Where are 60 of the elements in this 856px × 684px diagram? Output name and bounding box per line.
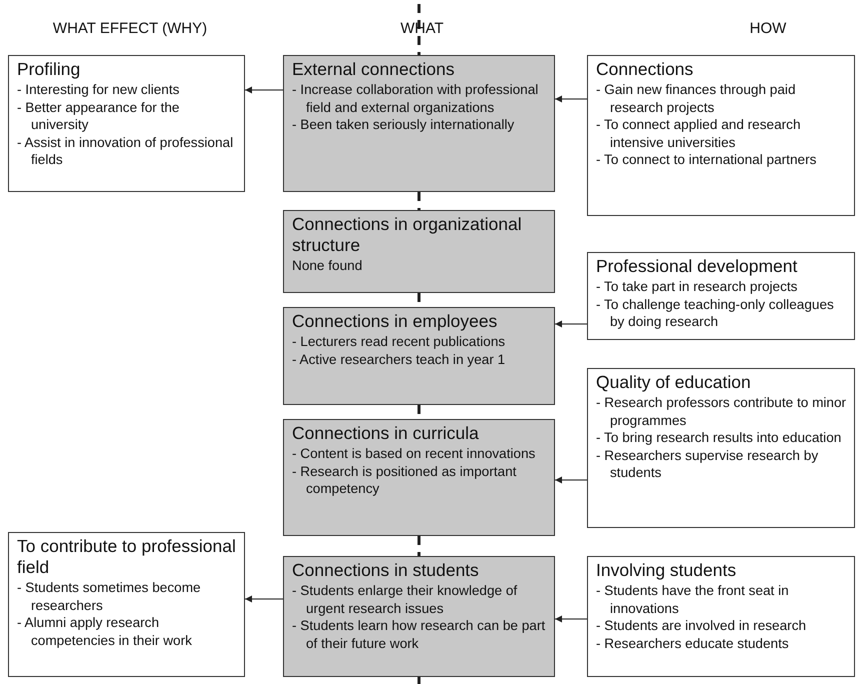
- bullet-text: - Lecturers read recent publications: [292, 333, 506, 350]
- bullet-text: - Active researchers teach in year 1: [292, 350, 506, 368]
- box-heading: Quality of education: [596, 372, 752, 393]
- text-box: [283, 55, 555, 192]
- box-heading: To contribute to professional field: [17, 536, 237, 578]
- bullet-text: None found: [292, 257, 364, 274]
- bullet-text: - To take part in research projects: [596, 278, 798, 296]
- bullet-text: - To connect applied and research intensive universities: [596, 116, 802, 151]
- bullet-text: - Researchers educate students: [596, 634, 790, 652]
- bullet-text: - Assist in innovation of professional fields: [17, 134, 234, 168]
- bullet-text: - Research is positioned as important competency: [292, 462, 518, 498]
- box-heading: Profiling: [17, 59, 82, 80]
- box-heading: Connections in employees: [292, 311, 498, 332]
- text-box: [587, 55, 855, 216]
- text-box: [587, 252, 855, 340]
- text-box: [587, 556, 855, 677]
- box-heading: External connections: [292, 59, 456, 80]
- column-heading: HOW: [750, 20, 786, 37]
- bullet-text: - Interesting for new clients: [17, 81, 180, 98]
- bullet-text: - Alumni apply research competencies in their work: [17, 614, 193, 649]
- text-box: [283, 419, 555, 536]
- arrow: [554, 96, 588, 102]
- bullet-text: - Researchers supervise research by students: [596, 446, 820, 482]
- text-box: [283, 556, 555, 677]
- text-box: [283, 307, 555, 405]
- box-heading: Connections: [596, 59, 694, 80]
- arrow: [554, 320, 588, 328]
- bullet-text: - Research professors contribute to minor programmes: [596, 394, 848, 429]
- bullet-text: - Students learn how research can be part of their future work: [292, 617, 546, 652]
- bullet-text: - Gain new finances through paid research projects: [596, 81, 796, 116]
- text-box: [8, 55, 245, 192]
- bullet-text: - To connect to international partners: [596, 151, 818, 168]
- box-heading: Connections in students: [292, 560, 480, 581]
- bullet-text: - Students have the front seat in innovations: [596, 582, 790, 617]
- dashed-line: [418, 677, 420, 684]
- bullet-text: - Better appearance for the university: [17, 98, 180, 134]
- box-heading: Connections in organizational structure: [292, 214, 523, 256]
- bullet-text: - To challenge teaching-only colleagues by doing research: [596, 296, 835, 330]
- arrow: [554, 476, 588, 484]
- bullet-text: - Content is based on recent innovations: [292, 445, 536, 462]
- dashed-line: [418, 4, 420, 55]
- arrow: [244, 596, 284, 602]
- bullet-text: - Increase collaboration with professional field and external organizations: [292, 81, 540, 116]
- bullet-text: - To bring research results into education: [596, 429, 842, 446]
- box-heading: Connections in curricula: [292, 423, 480, 444]
- bullet-text: - Students sometimes become researchers: [17, 579, 202, 614]
- column-heading: WHAT EFFECT (WHY): [52, 20, 208, 37]
- bullet-text: - Students enlarge their knowledge of urgent research issues: [292, 582, 518, 617]
- bullet-text: - Been taken seriously internationally: [292, 116, 516, 134]
- bullet-text: - Students are involved in research: [596, 617, 808, 634]
- column-heading: WHAT: [400, 20, 444, 37]
- dashed-line: [418, 192, 420, 210]
- arrow: [244, 86, 284, 94]
- box-heading: Involving students: [596, 560, 738, 581]
- box-heading: Professional development: [596, 256, 798, 277]
- text-box: [8, 532, 245, 677]
- text-box: [283, 210, 555, 293]
- dashed-line: [418, 536, 420, 556]
- text-box: [587, 368, 855, 528]
- arrow: [554, 616, 588, 622]
